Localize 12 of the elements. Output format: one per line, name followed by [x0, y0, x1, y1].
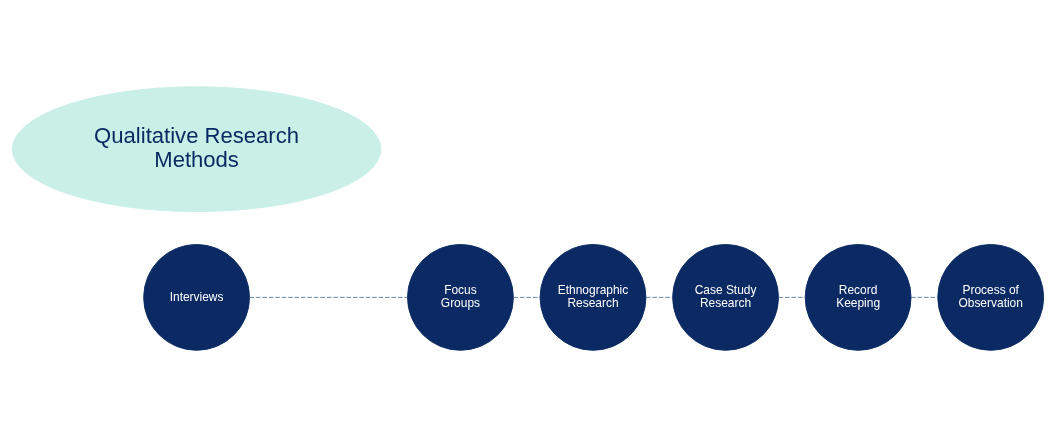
connector — [249, 296, 408, 298]
node-circle: Ethnographic Research — [539, 243, 647, 351]
node-circle: Process of Observation — [937, 243, 1045, 351]
node-circle: Interviews — [143, 243, 250, 351]
connector — [910, 296, 938, 298]
node-circle: Focus Groups — [407, 243, 514, 351]
node-ellipse: Qualitative Research Methods — [11, 85, 382, 212]
connector — [778, 296, 806, 298]
connector — [512, 296, 541, 298]
node-circle: Case Study Research — [672, 243, 779, 351]
node-circle: Record Keeping — [804, 243, 912, 351]
connector — [645, 296, 673, 298]
